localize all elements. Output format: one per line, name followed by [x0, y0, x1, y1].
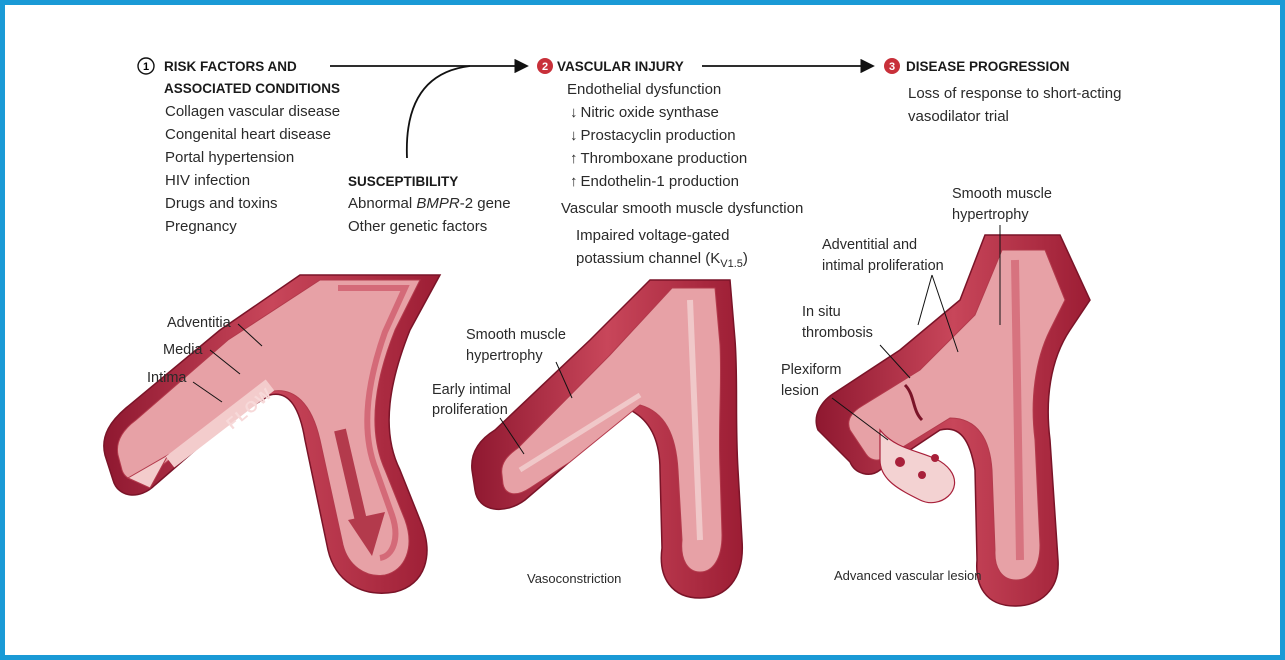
label-lesion: lesion: [781, 383, 819, 399]
vessel-lumen: [849, 250, 1065, 580]
caption-vasoconstriction: Vasoconstriction: [527, 571, 621, 586]
endothelial-dysfunction: Endothelial dysfunction: [567, 81, 721, 98]
step1-title-line1: RISK FACTORS AND: [164, 59, 297, 74]
channel-line2: potassium channel (KV1.5): [576, 250, 748, 270]
susceptibility-gene-line: Abnormal BMPR-2 gene: [348, 195, 511, 212]
label-intima: Intima: [147, 370, 187, 386]
risk-factor-item: Congenital heart disease: [165, 126, 331, 143]
vascular-injury-list: Endothelial dysfunction ↓Nitric oxide sy…: [561, 81, 803, 270]
marker-row: ↓Prostacyclin production: [570, 127, 736, 144]
susceptibility-title: SUSCEPTIBILITY: [348, 174, 458, 189]
vasoconstriction-illustration: Smooth muscle hypertrophy Early intimal …: [432, 280, 742, 598]
step3-line1: Loss of response to short-acting: [908, 85, 1121, 102]
risk-factor-item: Collagen vascular disease: [165, 103, 340, 120]
susceptibility-block: SUSCEPTIBILITY Abnormal BMPR-2 gene Othe…: [348, 174, 511, 235]
step3-number: 3: [889, 61, 895, 73]
label-adventitia: Adventitia: [167, 315, 232, 331]
label-thrombosis: thrombosis: [802, 325, 873, 341]
step3-title: DISEASE PROGRESSION: [906, 59, 1070, 74]
label-media: Media: [163, 342, 203, 358]
label-smooth-muscle-2: Smooth muscle: [952, 186, 1052, 202]
marker-row: ↑Thromboxane production: [570, 150, 747, 167]
risk-factor-list: Collagen vascular disease Congenital hea…: [165, 103, 340, 235]
label-proliferation: proliferation: [432, 402, 508, 418]
label-hypertrophy-2: hypertrophy: [952, 207, 1029, 223]
step2-heading: 2 VASCULAR INJURY: [537, 58, 684, 74]
smooth-muscle-dysfunction: Vascular smooth muscle dysfunction: [561, 200, 803, 217]
susceptibility-line2: Other genetic factors: [348, 218, 487, 235]
normal-vessel-illustration: FLOW Adventitia Media Intima: [104, 275, 440, 593]
label-plexiform: Plexiform: [781, 362, 841, 378]
label-in-situ: In situ: [802, 304, 841, 320]
step1-heading: 1 RISK FACTORS AND ASSOCIATED CONDITIONS: [138, 58, 340, 96]
risk-factor-item: Portal hypertension: [165, 149, 294, 166]
marker-row: ↓Nitric oxide synthase: [570, 104, 719, 121]
marker-row: ↑Endothelin-1 production: [570, 173, 739, 190]
label-adventitial: Adventitial and: [822, 237, 917, 253]
risk-factor-item: Pregnancy: [165, 218, 237, 235]
risk-factor-item: Drugs and toxins: [165, 195, 278, 212]
risk-factor-item: HIV infection: [165, 172, 250, 189]
label-intimal-proliferation: intimal proliferation: [822, 258, 944, 274]
step1-title-line2: ASSOCIATED CONDITIONS: [164, 81, 340, 96]
label-hypertrophy-1: hypertrophy: [466, 348, 543, 364]
label-smooth-muscle-1: Smooth muscle: [466, 327, 566, 343]
step3-line2: vasodilator trial: [908, 108, 1009, 125]
advanced-lesion-illustration: Smooth muscle hypertrophy Adventitial an…: [781, 186, 1090, 606]
label-early-intimal: Early intimal: [432, 382, 511, 398]
arrow-susceptibility: [407, 66, 470, 158]
channel-line1: Impaired voltage-gated: [576, 227, 729, 244]
step3-heading: 3 DISEASE PROGRESSION: [884, 58, 1070, 74]
step2-number: 2: [542, 61, 548, 73]
step2-title: VASCULAR INJURY: [557, 59, 684, 74]
caption-advanced-lesion: Advanced vascular lesion: [834, 568, 981, 583]
step1-number: 1: [143, 61, 149, 73]
